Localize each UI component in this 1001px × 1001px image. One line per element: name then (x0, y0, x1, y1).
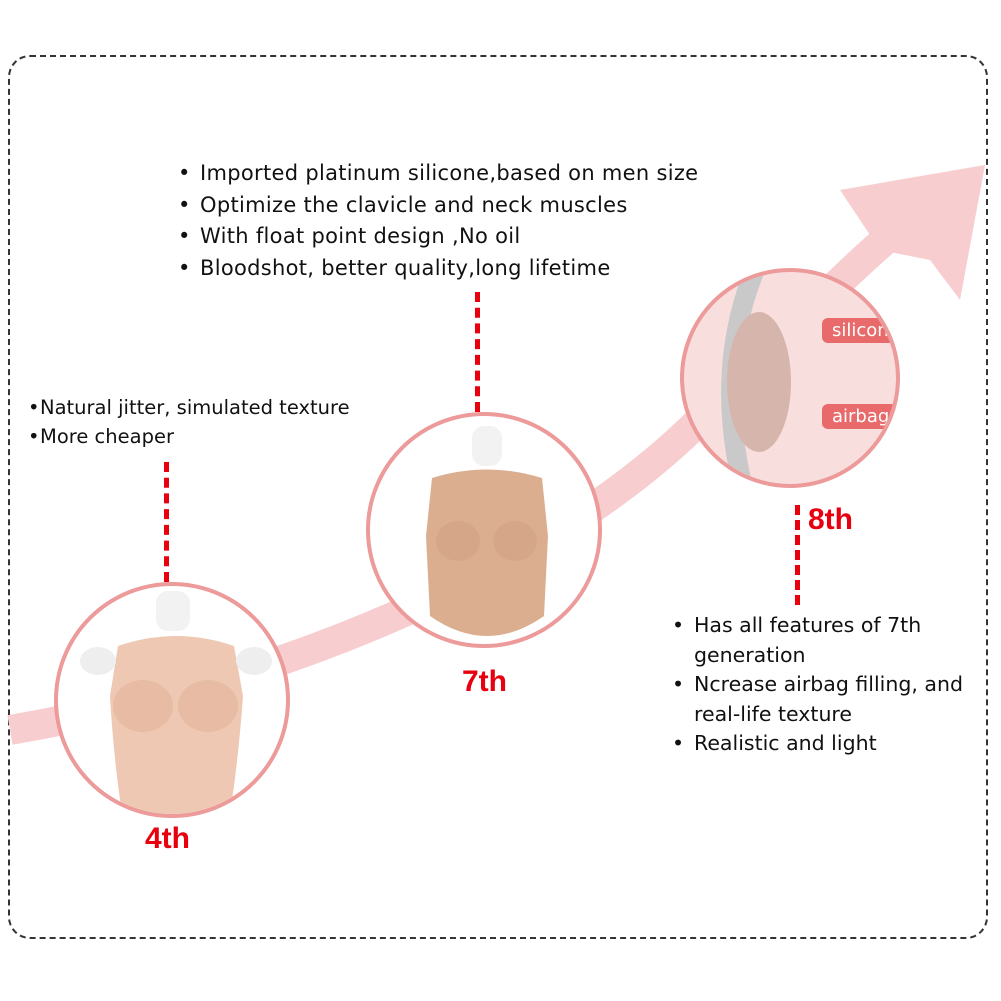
eighth-gen-features: Has all features of 7th generation Ncrea… (672, 611, 992, 759)
silicone-label: silicone (822, 318, 896, 343)
bodysuit-image (80, 591, 272, 814)
feature-item: Has all features of 7th generation (672, 611, 992, 670)
feature-item: Bloodshot, better quality,long lifetime (178, 253, 698, 285)
seventh-gen-features: Imported platinum silicone,based on men … (178, 158, 698, 284)
connector-7th (475, 292, 480, 412)
product-image-7th (366, 412, 602, 648)
dashed-frame (8, 55, 988, 939)
feature-item: Imported platinum silicone,based on men … (178, 158, 698, 190)
feature-item: Ncrease airbag filling, and real-life te… (672, 670, 992, 729)
feature-item: Natural jitter, simulated texture (28, 393, 350, 422)
generation-label-4th: 4th (145, 822, 190, 855)
feature-item: More cheaper (28, 422, 350, 451)
connector-4th (164, 462, 169, 582)
feature-item: With float point design ,No oil (178, 221, 698, 253)
fourth-gen-features: Natural jitter, simulated texture More c… (28, 393, 350, 451)
product-image-8th: silicone airbag (680, 268, 900, 488)
feature-item: Realistic and light (672, 729, 992, 759)
bodysuit-image (426, 426, 548, 636)
connector-8th (795, 505, 800, 605)
generation-label-8th: 8th (808, 503, 853, 536)
cross-section-image (721, 272, 791, 484)
arrow-head (840, 165, 985, 300)
generation-label-7th: 7th (462, 665, 507, 698)
airbag-label: airbag (822, 404, 896, 429)
feature-item: Optimize the clavicle and neck muscles (178, 190, 698, 222)
product-image-4th (54, 582, 290, 818)
